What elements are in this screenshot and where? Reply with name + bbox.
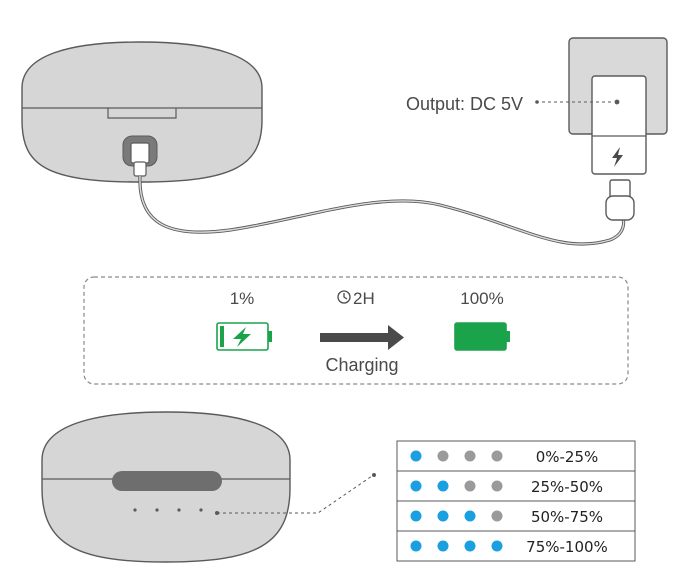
adapter-output-point: [614, 99, 620, 105]
case-led-4: [199, 508, 203, 512]
led-dot-on: [410, 450, 422, 462]
wall-adapter: [568, 37, 668, 221]
led-dot-on: [437, 480, 449, 492]
led-dot-off: [464, 450, 476, 462]
led-dot-off: [464, 480, 476, 492]
led-dot-on: [491, 540, 503, 552]
battery-range-label: 25%-50%: [531, 478, 603, 496]
clock-icon: [337, 290, 351, 304]
led-dot-on: [437, 510, 449, 522]
usb-plug-boot: [133, 161, 147, 177]
case-led-3: [177, 508, 181, 512]
start-percent: 1%: [230, 289, 255, 308]
led-dot-off: [491, 450, 503, 462]
table-row: 25%-50%: [396, 470, 636, 502]
earbuds-case-bottom: [41, 411, 291, 563]
case-hinge-tab: [107, 108, 177, 119]
table-row: 0%-25%: [396, 440, 636, 472]
adapter-plug-boot: [605, 195, 635, 221]
led-dot-on: [464, 510, 476, 522]
led-dot-off: [437, 450, 449, 462]
charging-label: Charging: [325, 355, 398, 375]
end-percent: 100%: [460, 289, 503, 308]
led-indicator-table: 0%-25% 25%-50% 50%-75% 75%-100%: [396, 440, 636, 562]
led-dot-on: [410, 480, 422, 492]
case-button-bar: [112, 471, 222, 491]
usb-cable: [138, 175, 626, 246]
battery-range-label: 50%-75%: [531, 508, 603, 526]
case-body: [21, 41, 263, 183]
output-label: Output: DC 5V: [406, 94, 523, 114]
duration-label: 2H: [353, 289, 375, 308]
earbuds-case-top: [21, 41, 263, 183]
battery-charging-icon: [216, 322, 272, 351]
table-row: 75%-100%: [396, 530, 636, 562]
led-dot-off: [491, 510, 503, 522]
case-led-2: [155, 508, 159, 512]
usb-plug: [130, 142, 150, 164]
charging-arrow: [320, 325, 404, 350]
led-dot-on: [410, 510, 422, 522]
charging-info-box: [83, 276, 629, 385]
led-dot-on: [437, 540, 449, 552]
lightning-bolt-icon: [612, 147, 623, 167]
adapter-body: [591, 75, 647, 175]
battery-full-icon: [454, 322, 510, 351]
battery-range-label: 0%-25%: [536, 448, 599, 466]
led-dot-on: [464, 540, 476, 552]
battery-range-label: 75%-100%: [526, 538, 608, 556]
duration-group: 2H: [337, 289, 375, 308]
led-callout-line: [217, 475, 373, 514]
table-row: 50%-75%: [396, 500, 636, 532]
led-dot-off: [491, 480, 503, 492]
case-led-1: [133, 508, 137, 512]
led-dot-on: [410, 540, 422, 552]
